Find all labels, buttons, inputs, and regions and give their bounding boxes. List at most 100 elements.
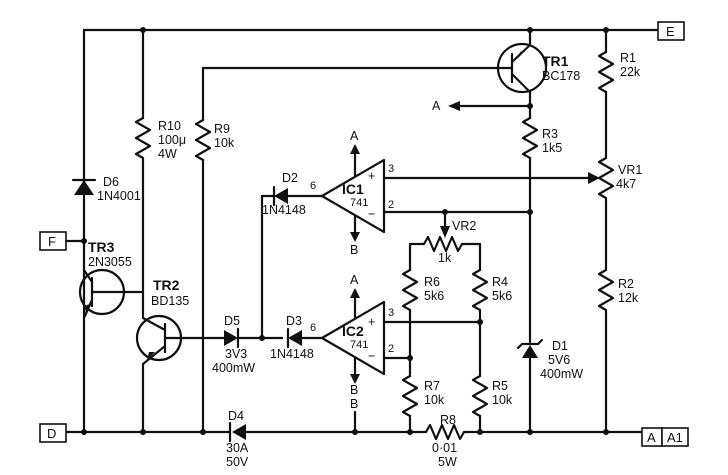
d5-ref: D5 — [224, 314, 240, 328]
svg-text:F: F — [48, 234, 56, 249]
vr2-ref: VR2 — [452, 219, 476, 233]
r10-ref: R10 — [158, 119, 181, 133]
transistor-tr3: TR3 2N3055 — [78, 239, 132, 320]
tr3-type: 2N3055 — [88, 255, 132, 269]
r2-value: 12k — [618, 291, 639, 305]
terminal-a1: A1 — [661, 427, 689, 447]
svg-text:A: A — [350, 273, 359, 287]
vr2-value: 1k — [438, 251, 452, 265]
svg-text:+: + — [368, 315, 375, 329]
bottom-rail — [64, 429, 644, 435]
r9-value: 10k — [214, 136, 235, 150]
diode-d3: D3 1N4148 — [270, 314, 324, 361]
r10-rating: 4W — [158, 147, 177, 161]
r5-ref: R5 — [492, 379, 508, 393]
resistor-r3: R3 1k5 — [521, 116, 562, 344]
terminal-a: A — [641, 427, 663, 447]
d4-value: 30A — [226, 441, 249, 455]
svg-text:A: A — [350, 129, 359, 143]
resistor-r10: R10 100μ 4W — [134, 116, 186, 320]
resistor-r1: R1 22k — [597, 50, 641, 160]
supply-arrow-a-top: A — [432, 99, 532, 113]
tr2-ref: TR2 — [153, 277, 180, 293]
diode-d6: D6 1N4001 — [71, 175, 141, 203]
d3-ref: D3 — [286, 314, 302, 328]
d2-type: 1N4148 — [262, 203, 306, 217]
svg-text:+: + — [368, 169, 375, 183]
diode-d2: D2 1N4148 — [260, 171, 324, 340]
r5-value: 10k — [492, 393, 513, 407]
svg-text:−: − — [368, 207, 375, 221]
diode-d4: D4 30A 50V — [226, 409, 249, 469]
r8-rating: 5W — [438, 455, 457, 469]
r10-value: 100μ — [158, 133, 186, 147]
r1-value: 22k — [620, 65, 641, 79]
diode-d5: D5 3V3 400mW — [208, 314, 284, 375]
svg-text:2: 2 — [388, 343, 394, 355]
terminal-e: E — [657, 21, 685, 41]
svg-text:6: 6 — [310, 322, 316, 334]
r1-ref: R1 — [620, 51, 636, 65]
r9-ref: R9 — [214, 122, 230, 136]
svg-text:B: B — [350, 243, 358, 257]
tr1-ref: TR1 — [542, 53, 569, 69]
svg-text:−: − — [368, 349, 375, 363]
tr3-ref: TR3 — [88, 239, 115, 255]
r8-value: 0·01 — [432, 441, 457, 455]
d4-rating: 50V — [226, 455, 249, 469]
terminal-d: D — [39, 423, 67, 443]
vr1-ref: VR1 — [618, 163, 642, 177]
r2-ref: R2 — [618, 277, 634, 291]
r6-ref: R6 — [424, 275, 440, 289]
d1-value: 5V6 — [548, 353, 570, 367]
zener-d1: D1 5V6 400mW — [516, 338, 583, 434]
resistor-r6: R6 5k6 — [401, 268, 444, 360]
svg-text:3: 3 — [388, 307, 394, 319]
svg-text:A: A — [647, 430, 656, 445]
svg-text:A1: A1 — [667, 430, 683, 445]
svg-text:E: E — [666, 24, 675, 39]
tr2-type: BD135 — [151, 294, 189, 308]
ic1-type: 741 — [350, 197, 368, 209]
resistor-r4: R4 5k6 — [471, 268, 512, 378]
resistor-r8: R8 0·01 5W — [408, 413, 482, 469]
d5-value: 3V3 — [225, 347, 247, 361]
svg-text:D: D — [47, 426, 56, 441]
d1-rating: 400mW — [540, 367, 583, 381]
terminal-f: F — [39, 231, 67, 251]
top-rail — [82, 27, 660, 434]
resistor-r7: R7 10k — [401, 356, 445, 434]
d6-type: 1N4001 — [97, 189, 141, 203]
ic2-ref: IC2 — [342, 323, 364, 339]
r4-ref: R4 — [492, 275, 508, 289]
svg-text:6: 6 — [310, 180, 316, 192]
r3-value: 1k5 — [542, 141, 562, 155]
opamp-ic2: IC2 741 + − 3 2 6 A B B — [310, 273, 394, 434]
d1-ref: D1 — [552, 339, 568, 353]
d3-type: 1N4148 — [270, 347, 314, 361]
resistor-r5: R5 10k — [471, 374, 513, 434]
ic2-type: 741 — [350, 339, 368, 351]
svg-text:2: 2 — [388, 199, 394, 211]
vr1-value: 4k7 — [616, 177, 636, 191]
r6-value: 5k6 — [424, 289, 444, 303]
svg-text:B: B — [350, 397, 358, 411]
r7-value: 10k — [424, 393, 445, 407]
svg-text:B: B — [350, 383, 358, 397]
resistor-r9: R9 10k — [194, 66, 502, 434]
svg-text:3: 3 — [388, 163, 394, 175]
pot-vr1: VR1 4k7 — [382, 156, 642, 272]
r4-value: 5k6 — [492, 289, 512, 303]
pot-vr2: VR2 1k — [408, 210, 482, 272]
d5-rating: 400mW — [212, 361, 255, 375]
resistor-r2: R2 12k — [597, 268, 639, 434]
r7-ref: R7 — [424, 379, 440, 393]
opamp-ic1: IC1 741 + − 3 2 6 A B — [310, 129, 394, 257]
d6-ref: D6 — [103, 175, 119, 189]
tr1-type: BC178 — [542, 69, 580, 83]
transistor-tr2: TR2 BD135 — [135, 277, 212, 366]
d4-ref: D4 — [228, 409, 244, 423]
transistor-tr1: TR1 BC178 — [496, 42, 580, 94]
d2-ref: D2 — [282, 171, 298, 185]
